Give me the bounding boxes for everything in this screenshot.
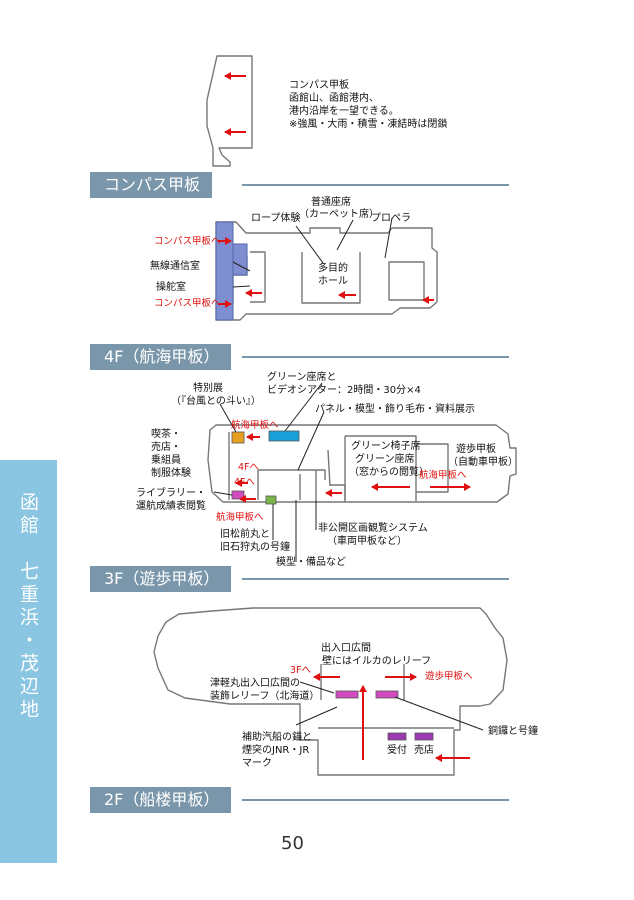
2f-label-reception: 受付 [387, 745, 407, 756]
compass-note-line-3: ※強風・大雨・積雪・凍結時は閉鎖 [289, 119, 448, 130]
4f-label-radio-room: 無線通信室 [150, 261, 200, 272]
region-sidebar: 函館 七重浜・茂辺地 [0, 460, 57, 863]
2f-label-shop: 売店 [414, 745, 434, 756]
bell-box [265, 495, 277, 505]
shop-box [414, 732, 434, 741]
3f-label-bell-2: 旧石狩丸の号鐘 [220, 542, 290, 553]
3f-label-to-nav-bottom: 航海甲板へ [216, 512, 264, 523]
section-2f: 2F（船楼甲板） [90, 787, 232, 813]
compass-note-line-2: 港内沿岸を一望できる。 [289, 106, 399, 117]
4f-deck-outline [215, 221, 438, 321]
gong-box [375, 690, 399, 699]
3f-label-special-2: （『台風との斗い』） [171, 396, 261, 407]
3f-label-panel: パネル・模型・飾り毛布・資料展示 [315, 404, 475, 415]
3f-label-green-chair-2: グリーン座席 [355, 454, 415, 465]
3f-deck-outline [207, 424, 517, 503]
library-box [231, 490, 245, 500]
section-3f: 3F（遊歩甲板） [90, 566, 232, 592]
3f-label-to-4f-a: 4Fへ [238, 462, 260, 473]
2f-label-tsugaru-1: 津軽丸出入口広間の [210, 678, 300, 689]
compass-deck-outline [206, 55, 253, 167]
3f-label-cafe-3: 乗組員 [151, 455, 181, 466]
2f-label-anchor-3: マーク [242, 758, 272, 769]
section-compass-deck: コンパス甲板 [90, 172, 213, 198]
reception-box [387, 732, 407, 741]
3f-label-library-1: ライブラリー・ [136, 488, 206, 499]
2f-label-to-promenade: 遊歩甲板へ [425, 671, 473, 682]
2f-label-to-3f: 3Fへ [290, 665, 312, 676]
3f-label-to-4f-b: 4Fへ [234, 477, 256, 488]
3f-label-to-nav-right: 航海甲板へ [419, 470, 467, 481]
special-exhibit-box [231, 431, 245, 444]
4f-label-seat-2: （カーペット席） [299, 209, 379, 220]
3f-label-library-2: 運航成績表閲覧 [136, 501, 206, 512]
3f-label-bell-1: 旧松前丸と [220, 529, 270, 540]
2f-deck-outline [153, 607, 508, 776]
green-seat-video-box [268, 430, 300, 442]
4f-label-rope: ロープ体験 [251, 213, 301, 224]
3f-label-private-1: 非公開区画観覧システム [318, 523, 428, 534]
page-number: 50 [281, 833, 304, 854]
4f-label-seat-1: 普通座席 [311, 197, 351, 208]
2f-label-entrance-1: 出入口広間 [321, 643, 371, 654]
compass-note-title: コンパス甲板 [289, 80, 349, 91]
4f-label-to-compass-bottom: コンパス甲板へ [154, 298, 221, 309]
section-4f: 4F（航海甲板） [90, 344, 232, 370]
3f-label-special-1: 特別展 [193, 383, 223, 394]
4f-label-helm: 操舵室 [156, 282, 186, 293]
4f-label-hall-2: ホール [318, 276, 348, 287]
2f-label-gong: 銅鑼と号鐘 [488, 726, 538, 737]
3f-label-cafe-2: 売店・ [151, 442, 181, 453]
4f-label-propeller: プロペラ [371, 213, 411, 224]
3f-label-cafe-1: 喫茶・ [151, 429, 181, 440]
2f-label-tsugaru-2: 装飾レリーフ（北海道） [210, 691, 320, 702]
3f-label-green-1: グリーン座席と [267, 372, 337, 383]
2f-label-anchor-2: 煙突のJNR・JR [242, 745, 310, 756]
3f-label-private-2: （車両甲板など） [327, 536, 407, 547]
3f-label-green-chair-1: グリーン椅子席 [351, 441, 421, 452]
3f-label-green-2: ビデオシアター：2時間・30分×4 [267, 385, 421, 396]
3f-label-models: 模型・備品など [276, 557, 346, 568]
3f-label-promenade-2: （自動車甲板） [448, 457, 518, 468]
region-name: 函館 七重浜・茂辺地 [17, 492, 39, 722]
2f-label-anchor-1: 補助汽船の錨と [242, 732, 312, 743]
2f-label-entrance-2: 壁にはイルカのレリーフ [322, 656, 432, 667]
bridge-fill [215, 221, 234, 321]
relief-box [335, 690, 359, 699]
3f-label-to-nav-top: 航海甲板へ [231, 420, 279, 431]
3f-label-green-chair-3: （窓からの閲覧） [349, 467, 429, 478]
3f-label-promenade-1: 遊歩甲板 [456, 444, 496, 455]
3f-label-cafe-4: 制服体験 [151, 468, 191, 479]
compass-note-line-1: 函館山、函館港内、 [289, 93, 379, 104]
4f-label-hall-1: 多目的 [318, 263, 348, 274]
radio-room-fill [232, 243, 248, 276]
4f-label-to-compass-top: コンパス甲板へ [154, 236, 221, 247]
